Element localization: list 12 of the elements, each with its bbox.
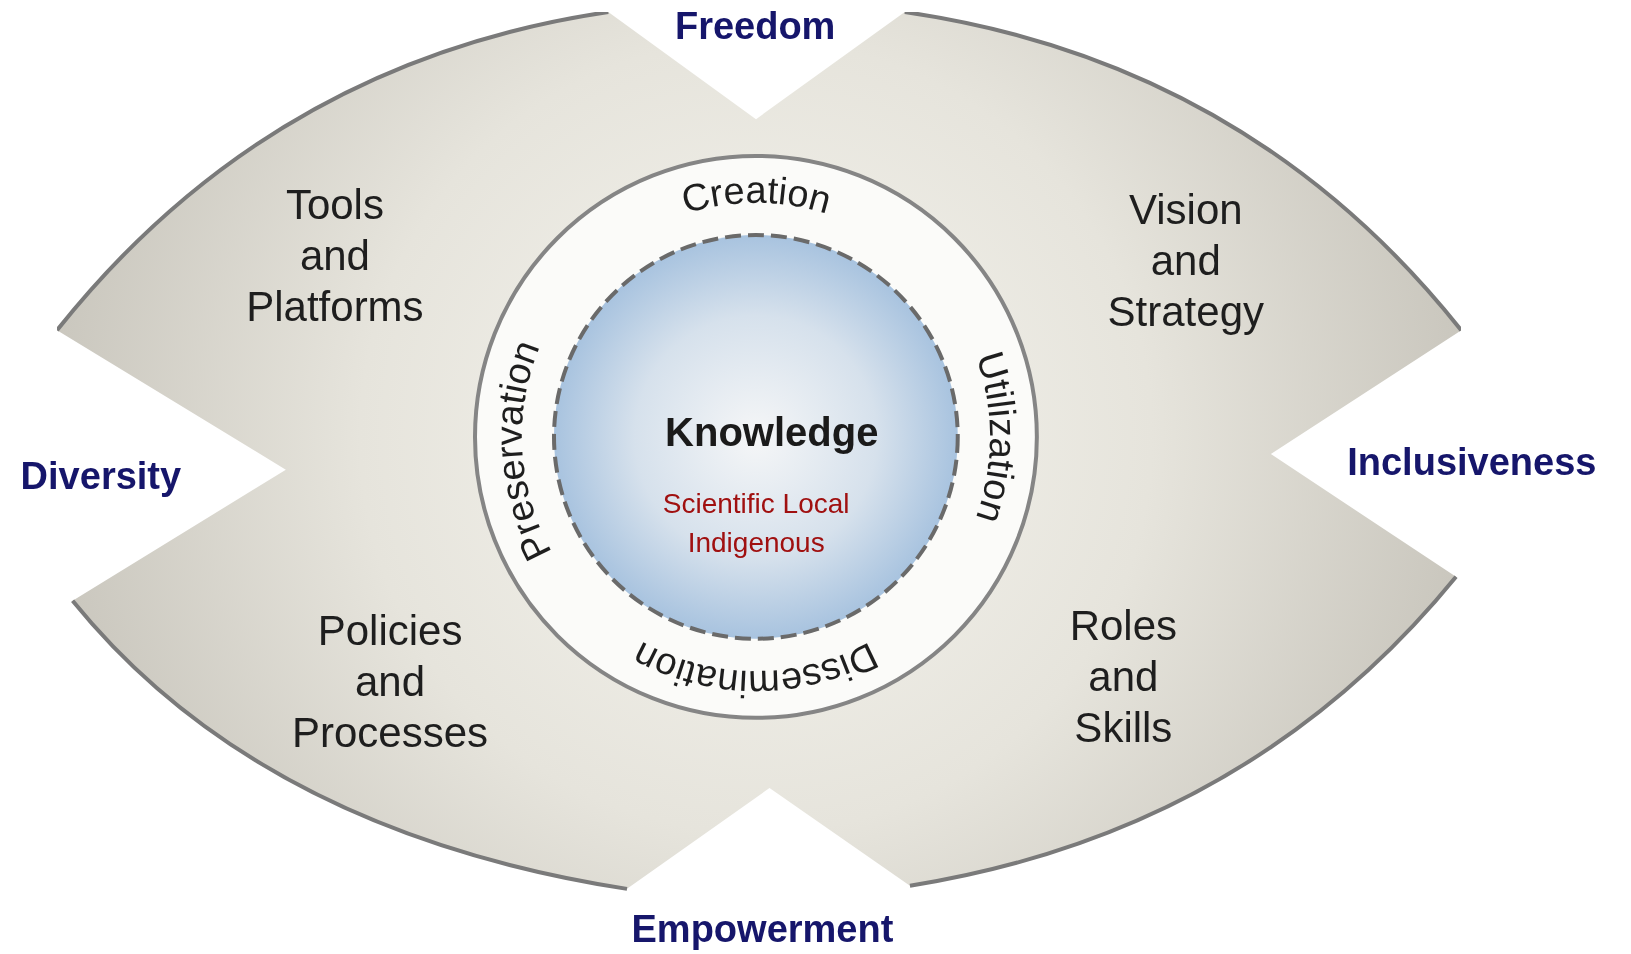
quadrant-label: Policies and Processes [292,605,489,758]
quadrant-label: Tools and Platforms [246,179,424,332]
ring-label: Creation [677,168,837,222]
value-label: Inclusiveness [1347,440,1597,484]
knowledge-types: Scientific Local Indigenous [661,486,851,560]
value-label: Empowerment [631,907,894,951]
value-label: Freedom [674,4,836,48]
value-label: Diversity [20,454,182,498]
sphere-title: Knowledge [664,408,880,455]
ring-label: Dissemination [625,633,885,706]
quadrant-label: Roles and Skills [1069,600,1178,753]
quadrant-label: Vision and Strategy [1107,184,1264,337]
